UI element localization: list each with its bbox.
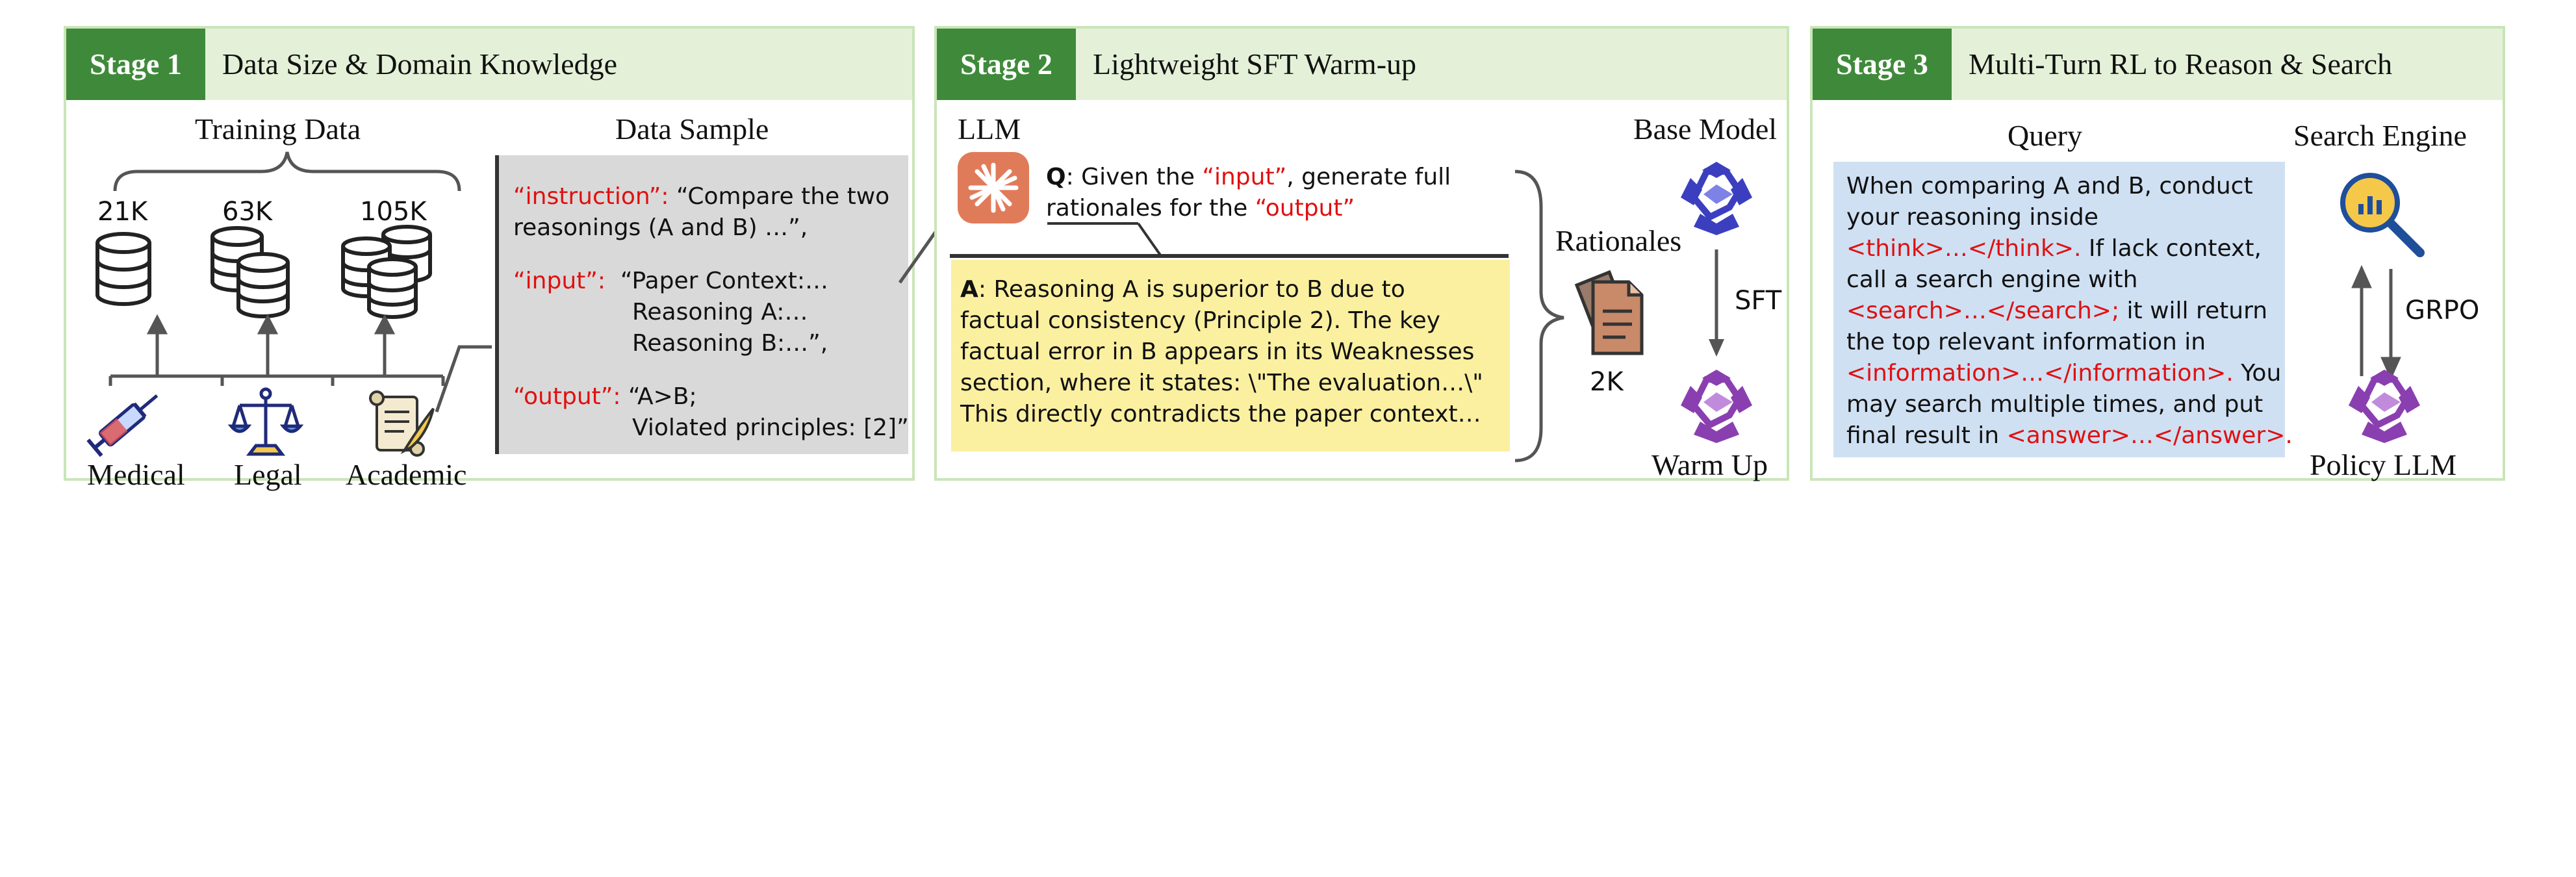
- query-line-2: your reasoning inside: [1846, 204, 2098, 231]
- question-line-2: rationales for the “output”: [1046, 195, 1355, 222]
- rationales-label: Rationales: [1555, 224, 1682, 257]
- stage2-title: Lightweight SFT Warm-up: [1093, 47, 1417, 81]
- question-underline: [950, 222, 1509, 258]
- query-box: When comparing A and B, conduct your rea…: [1833, 162, 2293, 457]
- query-line-9: final result in <answer>…</answer>.: [1846, 422, 2293, 449]
- training-data-brace: [113, 151, 461, 192]
- stage1-badge: Stage 1: [66, 29, 205, 100]
- answer-box: A: Reasoning A is superior to B due to f…: [951, 260, 1510, 451]
- stage3-badge: Stage 3: [1813, 29, 1952, 100]
- answer-line-1: A: Reasoning A is superior to B due to: [960, 276, 1405, 303]
- stage3-title: Multi-Turn RL to Reason & Search: [1969, 47, 2393, 81]
- database-icon: [210, 226, 290, 318]
- size-label-21k: 21K: [97, 197, 148, 227]
- sample-output-line-2: Violated principles: [2]”: [632, 414, 909, 441]
- model-logo-icon: [2349, 370, 2420, 443]
- scroll-quill-icon: [369, 390, 435, 457]
- sample-connector: [435, 345, 492, 413]
- query-line-7: <information>…</information>. You: [1846, 360, 2282, 387]
- sample-output-line-1: “output”: “A>B;: [513, 383, 697, 410]
- sample-instruction-line-1: “instruction”: “Compare the two: [513, 183, 890, 210]
- query-line-8: may search multiple times, and put: [1846, 391, 2264, 418]
- domain-connector: [108, 314, 445, 386]
- sample-instruction-line-2: reasonings (A and B) …”,: [513, 214, 808, 241]
- documents-icon: [1574, 270, 1644, 355]
- llm-logo-icon: [958, 152, 1029, 223]
- qa-brace: [1514, 170, 1564, 463]
- answer-line-5: This directly contradicts the paper cont…: [960, 401, 1481, 427]
- sample-input-line-3: Reasoning B:…”,: [632, 330, 828, 357]
- stage1-title: Data Size & Domain Knowledge: [222, 47, 618, 81]
- stage1-header: Stage 1 Data Size & Domain Knowledge: [66, 29, 912, 100]
- policy-llm-label: Policy LLM: [2310, 448, 2457, 481]
- query-line-1: When comparing A and B, conduct: [1846, 173, 2253, 199]
- stage3-header: Stage 3 Multi-Turn RL to Reason & Search: [1813, 29, 2503, 100]
- sample-input-line-1: “input”: “Paper Context:…: [513, 268, 829, 294]
- data-sample-label: Data Sample: [615, 112, 769, 146]
- sft-arrow: [1709, 249, 1724, 357]
- search-magnifier-icon: [2340, 173, 2425, 257]
- model-logo-icon: [1681, 370, 1752, 443]
- domain-label-medical: Medical: [87, 458, 185, 491]
- query-label: Query: [2008, 119, 2082, 152]
- query-line-6: the top relevant information in: [1846, 329, 2206, 355]
- base-model-label: Base Model: [1633, 112, 1778, 146]
- domain-label-legal: Legal: [234, 458, 302, 491]
- rationales-count: 2K: [1590, 367, 1624, 397]
- answer-line-2: factual consistency (Principle 2). The k…: [960, 307, 1440, 334]
- stage2-badge: Stage 2: [937, 29, 1076, 100]
- query-line-3: <think>…</think>. If lack context,: [1846, 235, 2262, 262]
- stage3-panel: Stage 3 Multi-Turn RL to Reason & Search…: [1810, 26, 2505, 481]
- database-icon: [341, 225, 432, 319]
- size-label-63k: 63K: [222, 197, 273, 227]
- query-line-5: <search>…</search>; it will return: [1846, 298, 2268, 324]
- warm-up-label: Warm Up: [1651, 448, 1768, 481]
- domain-label-academic: Academic: [346, 458, 467, 491]
- answer-line-3: factual error in B appears in its Weakne…: [960, 338, 1475, 365]
- training-data-label: Training Data: [195, 112, 361, 146]
- stage2-panel: Stage 2 Lightweight SFT Warm-up LLM Q: G…: [934, 26, 1789, 481]
- size-label-105k: 105K: [360, 197, 427, 227]
- stage1-panel: Stage 1 Data Size & Domain Knowledge Tra…: [64, 26, 915, 491]
- scales-icon: [227, 387, 304, 456]
- grpo-arrows: [2351, 264, 2401, 381]
- answer-line-4: section, where it states: \"The evaluati…: [960, 370, 1483, 396]
- sft-label: SFT: [1735, 286, 1782, 316]
- grpo-label: GRPO: [2405, 296, 2480, 325]
- llm-label: LLM: [958, 112, 1021, 146]
- model-logo-icon: [1681, 162, 1752, 235]
- database-icon: [96, 232, 151, 306]
- sample-input-line-2: Reasoning A:…: [632, 299, 808, 325]
- data-sample-box: “instruction”: “Compare the two reasonin…: [495, 155, 909, 454]
- query-line-4: call a search engine with: [1846, 266, 2138, 293]
- question-line-1: Q: Given the “input”, generate full: [1046, 164, 1451, 190]
- search-engine-label: Search Engine: [2293, 119, 2467, 152]
- stage2-header: Stage 2 Lightweight SFT Warm-up: [937, 29, 1787, 100]
- syringe-icon: [86, 394, 159, 457]
